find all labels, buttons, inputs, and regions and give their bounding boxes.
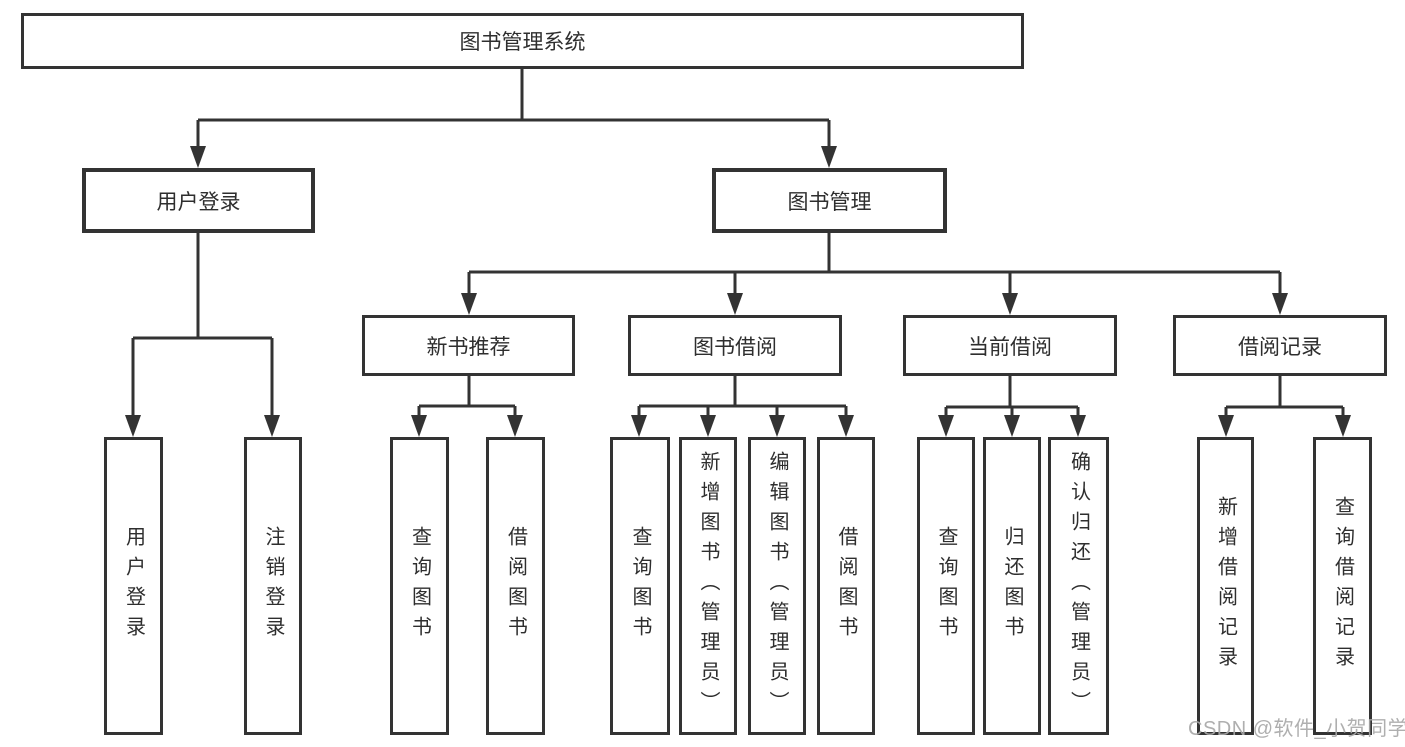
leaf-return-books: 归还图书	[983, 437, 1041, 735]
node-current-borrowing: 当前借阅	[903, 315, 1117, 376]
leaf-add-borrow-record: 新增借阅记录	[1197, 437, 1254, 735]
leaf-query-books-borrowing: 查询图书	[610, 437, 670, 735]
watermark: CSDN @软件_小贺同学	[1188, 718, 1405, 740]
leaf-query-borrow-record: 查询借阅记录	[1313, 437, 1372, 735]
node-book-borrowing: 图书借阅	[628, 315, 842, 376]
leaf-user-login: 用户登录	[104, 437, 163, 735]
leaf-add-book-admin: 新增图书（管理员）	[679, 437, 737, 735]
leaf-borrow-books-borrowing: 借阅图书	[817, 437, 875, 735]
leaf-query-books-recommend: 查询图书	[390, 437, 449, 735]
node-library-management-system: 图书管理系统	[21, 13, 1024, 69]
node-user-login: 用户登录	[82, 168, 315, 233]
leaf-query-books-current: 查询图书	[917, 437, 975, 735]
leaf-borrow-books-recommend: 借阅图书	[486, 437, 545, 735]
node-borrowing-records: 借阅记录	[1173, 315, 1387, 376]
leaf-confirm-return-admin: 确认归还（管理员）	[1048, 437, 1109, 735]
node-book-management: 图书管理	[712, 168, 947, 233]
leaf-logout-login: 注销登录	[244, 437, 302, 735]
leaf-edit-book-admin: 编辑图书（管理员）	[748, 437, 806, 735]
node-new-book-recommendation: 新书推荐	[362, 315, 575, 376]
